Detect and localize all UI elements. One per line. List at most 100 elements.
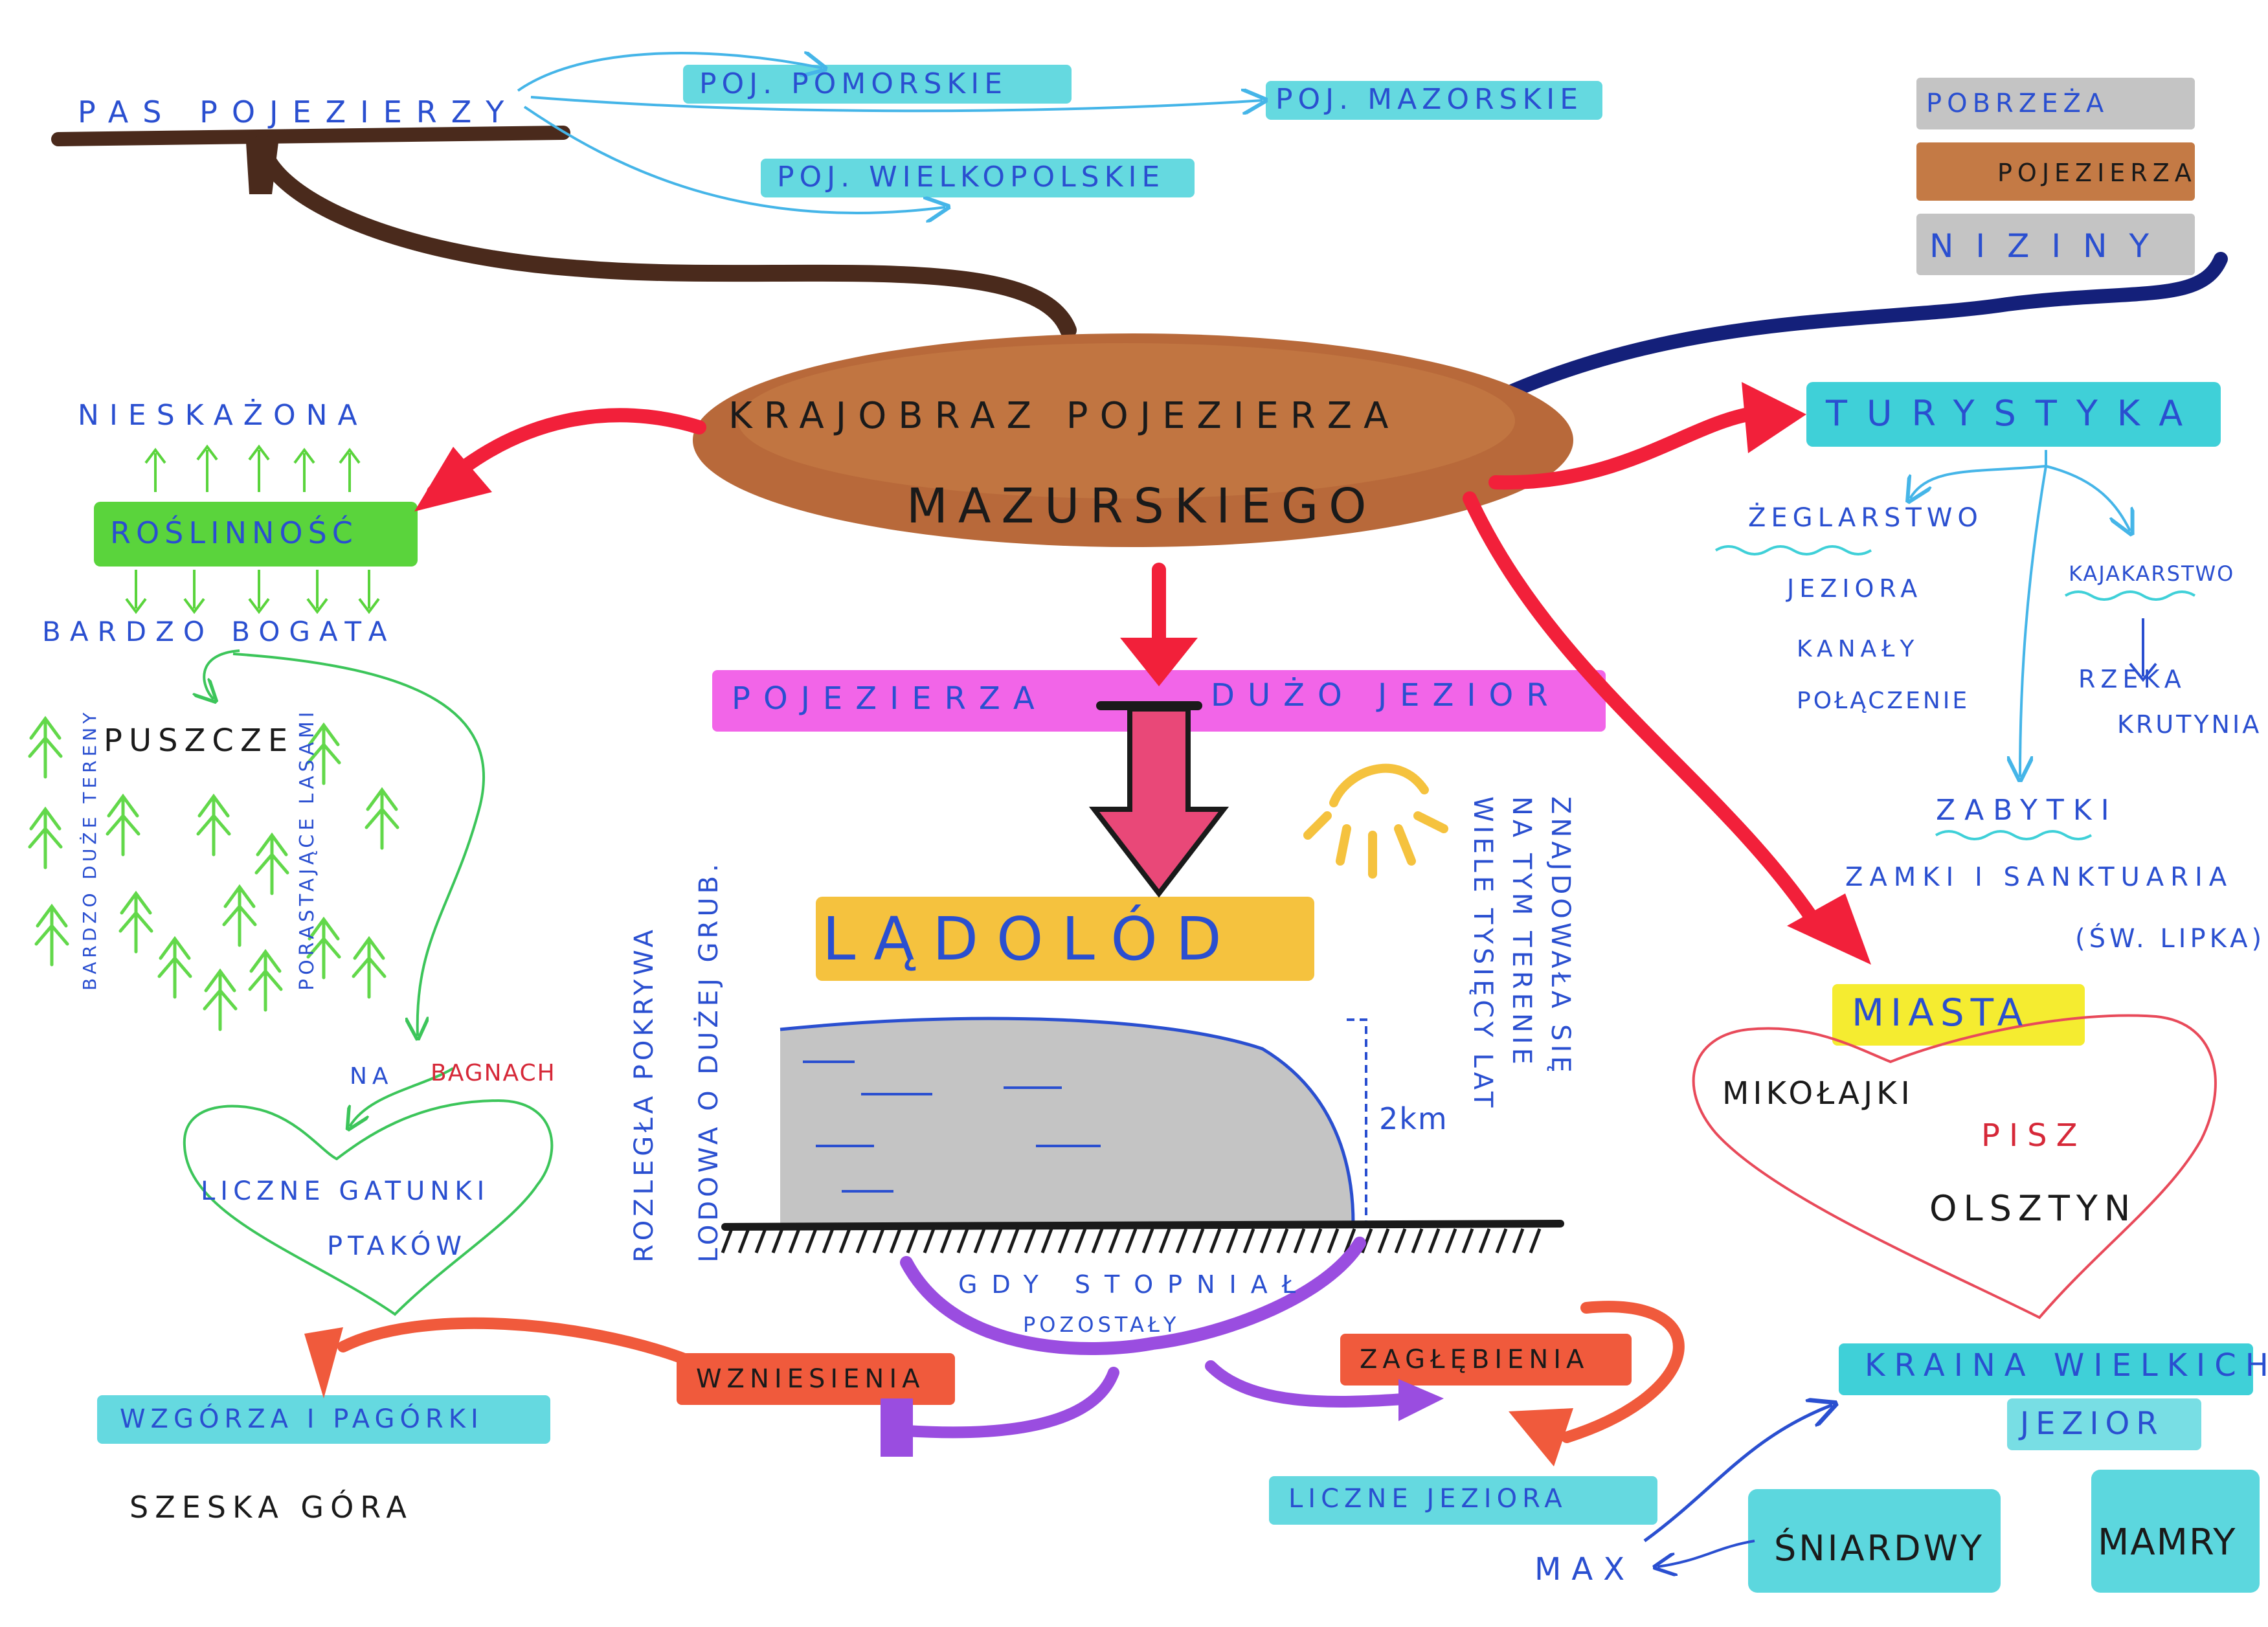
tree-icon	[157, 936, 192, 999]
tree-icon	[222, 884, 257, 947]
ground-hatch-mark	[1242, 1228, 1255, 1253]
down-arrows	[125, 570, 380, 614]
highlight-liczne-jeziora	[1269, 1476, 1657, 1525]
city-olsztyn: OLSZTYN	[1929, 1188, 2137, 1229]
liczne-gatunki: LICZNE GATUNKI	[201, 1176, 490, 1206]
ground-hatch-mark	[1007, 1228, 1020, 1253]
ground-hatch-mark	[1310, 1228, 1323, 1253]
ground-hatch-mark	[1175, 1228, 1188, 1253]
arrow-to-wzgorza	[337, 1317, 692, 1365]
arrow-to-miasta-head	[1787, 893, 1871, 965]
ground-hatch-mark	[1108, 1228, 1121, 1253]
line-to-bagnach	[232, 653, 486, 1036]
ground-hatch-mark	[1529, 1228, 1542, 1253]
kajakarstwo: KAJAKARSTWO	[2069, 561, 2235, 586]
ptakow: PTAKÓW	[327, 1231, 467, 1261]
kajakarstwo-wave	[2064, 590, 2196, 601]
line-to-zabytki	[2020, 466, 2047, 777]
ice-strokes	[803, 1060, 1101, 1193]
arrow-to-liczne-jeziora	[1561, 1301, 1685, 1443]
line-to-max	[1657, 1540, 1755, 1567]
center-ellipse-shade	[738, 343, 1515, 499]
ground-hatch-mark	[1360, 1228, 1373, 1253]
line-to-kajakarstwo	[2045, 465, 2130, 531]
ground-hatch-mark	[973, 1228, 986, 1253]
ground-hatch-mark	[1091, 1228, 1104, 1253]
tree-icon	[203, 968, 238, 1031]
ground-hatch-mark	[1495, 1228, 1508, 1253]
sailing-kanaly: KANAŁY	[1797, 636, 1920, 662]
gdy-stopnial: GDY STOPNIAŁ	[958, 1270, 1310, 1299]
pojezierza-top: POJEZIERZA	[1997, 159, 2197, 187]
ground-hatch-mark	[1192, 1228, 1205, 1253]
roslinnosc: ROŚLINNOŚĆ	[110, 515, 358, 550]
na-tym-terenie: NA TYM TERENIE	[1507, 796, 1536, 1068]
city-mikolajki: MIKOŁAJKI	[1722, 1075, 1914, 1112]
liczne-jeziora: LICZNE JEZIORA	[1288, 1484, 1567, 1514]
brown-connector	[254, 134, 1077, 339]
ground-hatch-mark	[838, 1228, 851, 1253]
highlight-sniardwy	[1748, 1489, 2001, 1593]
arrow-to-roslinnosc-head	[414, 447, 492, 511]
ground-hatch-mark	[872, 1228, 885, 1253]
sw-lipka: (ŚW. LIPKA)	[2075, 924, 2266, 954]
line-to-zeglarstwo	[1910, 465, 2047, 499]
ground-hatch-mark	[1141, 1228, 1154, 1253]
ground-hatch-mark	[788, 1228, 801, 1253]
purple-branch	[900, 1237, 1366, 1356]
sailing-jeziora: JEZIORA	[1787, 574, 1923, 603]
ground-hatch-mark	[822, 1228, 835, 1253]
ground-hatch-mark	[855, 1228, 868, 1253]
niziny: NIZINY	[1929, 227, 2172, 265]
line-to-birds	[350, 1067, 455, 1127]
brown-connector-wedge	[246, 142, 278, 194]
navy-connector	[1482, 252, 2228, 409]
tree-icon	[352, 936, 387, 999]
heart-birds	[183, 1099, 554, 1316]
kajak-rzeka: RZEKA	[2078, 665, 2186, 693]
highlight-wielkopolskie	[761, 159, 1195, 197]
arrow-to-liczne-jeziora-head	[1509, 1408, 1573, 1466]
highlight-pobrzeza	[1916, 78, 2195, 129]
arrow-to-turystyka	[1488, 407, 1755, 490]
center-title-line2: MAZURSKIEGO	[906, 478, 1377, 534]
ground-hatch-mark	[1057, 1228, 1070, 1253]
city-pisz: PISZ	[1981, 1117, 2087, 1154]
ice-sheet-edge	[780, 1016, 1355, 1224]
nieskazona: NIESKAŻONA	[78, 399, 368, 432]
lake-sniardwy: ŚNIARDWY	[1774, 1528, 1985, 1569]
ground-hatch-mark	[754, 1228, 767, 1253]
tree-icon	[106, 793, 140, 857]
tree-icon	[306, 722, 341, 785]
highlight-pojezierza-top	[1916, 142, 2195, 201]
ground-hatch-mark	[1428, 1228, 1441, 1253]
ground-hatch-mark	[1512, 1228, 1525, 1253]
puszcze: PUSZCZE	[104, 723, 295, 759]
wzgorza-i-pagorki: WZGÓRZA I PAGÓRKI	[120, 1404, 484, 1434]
poj-wielkopolskie: POJ. WIELKOPOLSKIE	[777, 161, 1165, 194]
ground-hatch-mark	[1276, 1228, 1289, 1253]
zeglarstwo-wave	[1714, 545, 1872, 555]
na-prefix: NA	[350, 1063, 394, 1090]
ground-hatch-mark	[939, 1228, 952, 1253]
pozostaly: POZOSTAŁY	[1023, 1312, 1180, 1337]
highlight-kraina	[1839, 1343, 2253, 1395]
tree-icon	[254, 832, 289, 895]
ground-hatch-mark	[1343, 1228, 1356, 1253]
ground-hatch-mark	[1259, 1228, 1272, 1253]
poj-mazorskie: POJ. MAZORSKIE	[1275, 83, 1584, 116]
ground-hatch-mark	[1394, 1228, 1407, 1253]
zaglebienia: ZAGŁĘBIENIA	[1360, 1345, 1589, 1375]
ground-hatch-mark	[1478, 1228, 1491, 1253]
sun-icon	[1303, 763, 1448, 879]
sailing-polaczenie: POŁĄCZENIE	[1797, 688, 1970, 714]
poj-pomorskie: POJ. POMORSKIE	[699, 67, 1008, 100]
purple-to-wzniesienia	[901, 1367, 1119, 1439]
ground-hatch-mark	[1125, 1228, 1138, 1253]
ground-hatch-mark	[771, 1228, 784, 1253]
znajdowala-sie: ZNAJDOWAŁA SIĘ	[1545, 796, 1575, 1077]
purple-wzniesienia-head	[881, 1398, 913, 1457]
ground-hatch-mark	[1461, 1228, 1474, 1253]
ground-hatch-mark	[1293, 1228, 1306, 1253]
